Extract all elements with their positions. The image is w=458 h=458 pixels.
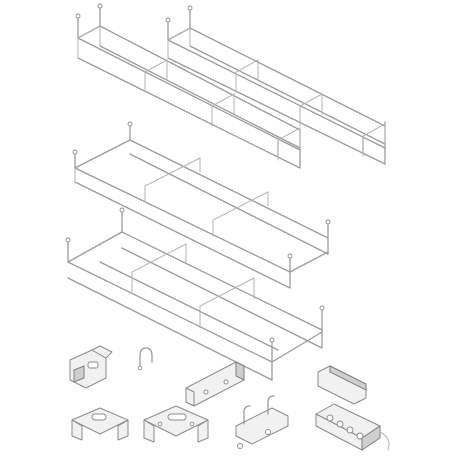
tray-narrow-2 [165,5,386,165]
hook-bracket [235,395,289,449]
tray-narrow-1 [75,3,301,169]
tray-medium [72,121,331,289]
coupler-clip [69,345,113,389]
mounting-plate-large [143,405,209,443]
mounting-plate-small [71,407,129,441]
socket-strip [315,403,390,451]
j-hook-fastener [137,347,153,371]
wall-bracket-long [185,361,245,407]
u-channel-cover [317,365,367,405]
